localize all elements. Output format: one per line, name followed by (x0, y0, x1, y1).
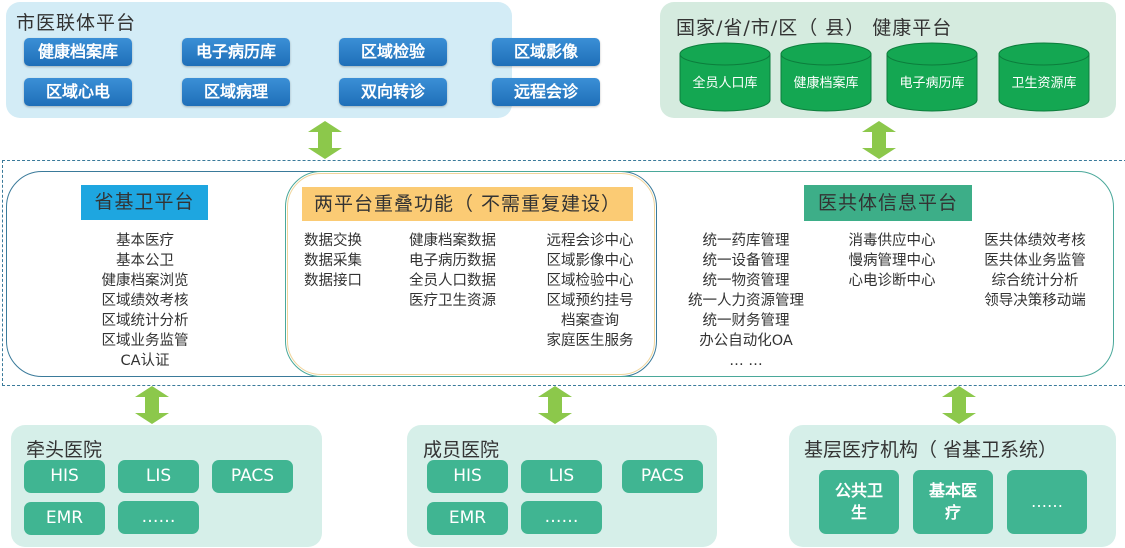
function-item: 家庭医生服务 (546, 333, 634, 349)
database-cylinder-icon (780, 42, 872, 112)
system-lis[interactable]: LIS (118, 460, 199, 493)
system-more[interactable]: …… (521, 501, 602, 534)
function-item: 区域绩效考核 (101, 293, 189, 309)
lead-hospital-title: 牵头医院 (26, 439, 103, 461)
system-lis[interactable]: LIS (521, 460, 602, 493)
function-item: CA认证 (120, 353, 170, 369)
overlap-col-3: 远程会诊中心 区域影像中心 区域检验中心 区域预约挂号 档案查询 家庭医生服务 (535, 231, 645, 351)
database-cylinder-icon (679, 42, 771, 112)
system-pacs[interactable]: PACS (622, 460, 703, 493)
function-item: 数据接口 (304, 273, 362, 289)
database-health-records[interactable]: 健康档案库 (780, 42, 872, 112)
city-btn-regional-lab[interactable]: 区域检验 (339, 38, 447, 66)
city-btn-remote-consult[interactable]: 远程会诊 (492, 78, 600, 106)
function-item: 医疗卫生资源 (409, 293, 496, 309)
primary-care-panel: 基层医疗机构（ 省基卫系统） 公共卫 生 基本医 疗 …… (789, 425, 1116, 547)
database-label: 健康档案库 (793, 76, 859, 91)
function-item: 心电诊断中心 (848, 273, 936, 289)
primary-care-title: 基层医疗机构（ 省基卫系统） (804, 439, 1058, 461)
lead-hospital-panel: 牵头医院 HIS LIS PACS EMR …… (11, 425, 322, 547)
function-item: 区域检验中心 (546, 273, 634, 289)
function-item: 区域影像中心 (546, 253, 634, 269)
system-public-health[interactable]: 公共卫 生 (819, 470, 899, 534)
city-btn-emr[interactable]: 电子病历库 (182, 38, 290, 66)
function-item: 数据交换 (304, 233, 362, 249)
function-item: 基本公卫 (116, 253, 174, 269)
member-hospital-panel: 成员医院 HIS LIS PACS EMR …… (407, 425, 717, 547)
overlap-col-2: 健康档案数据 电子病历数据 全员人口数据 医疗卫生资源 (409, 231, 519, 311)
system-more[interactable]: …… (1007, 470, 1087, 534)
function-item: 统一人力资源管理 (688, 293, 804, 309)
city-btn-regional-ecg[interactable]: 区域心电 (24, 78, 132, 106)
function-item: 区域预约挂号 (546, 293, 634, 309)
medical-community-col-3: 医共体绩效考核 医共体业务监管 综合统计分析 领导决策移动端 (970, 231, 1100, 311)
database-cylinder-icon (886, 42, 978, 112)
city-btn-regional-imaging[interactable]: 区域影像 (492, 38, 600, 66)
function-item: 档案查询 (561, 313, 619, 329)
member-hospital-title: 成员医院 (423, 439, 500, 461)
system-basic-medical[interactable]: 基本医 疗 (913, 470, 993, 534)
system-emr[interactable]: EMR (427, 502, 508, 535)
function-item: 医共体绩效考核 (984, 233, 1086, 249)
overlap-col-1: 数据交换 数据采集 数据接口 (304, 231, 384, 291)
database-health-resources[interactable]: 卫生资源库 (998, 42, 1090, 112)
provincial-platform-header: 省基卫平台 (81, 185, 208, 220)
system-more[interactable]: …… (118, 501, 199, 534)
function-item: 基本医疗 (116, 233, 174, 249)
function-item: 统一药库管理 (702, 233, 790, 249)
national-platform-title: 国家/省/市/区（ 县） 健康平台 (676, 17, 953, 39)
function-item: 统一设备管理 (702, 253, 790, 269)
function-item: 办公自动化OA (699, 333, 793, 349)
function-item: 医共体业务监管 (984, 253, 1086, 269)
city-medical-alliance-panel: 市医联体平台 健康档案库 电子病历库 区域检验 区域影像 区域心电 区域病理 双… (6, 2, 600, 118)
function-item: 远程会诊中心 (546, 233, 634, 249)
system-his[interactable]: HIS (427, 460, 508, 493)
function-item: 数据采集 (304, 253, 362, 269)
function-item: 综合统计分析 (991, 273, 1079, 289)
function-item: 领导决策移动端 (984, 293, 1086, 309)
system-his[interactable]: HIS (24, 460, 105, 493)
function-item: 区域统计分析 (101, 313, 189, 329)
provincial-platform-items: 基本医疗 基本公卫 健康档案浏览 区域绩效考核 区域统计分析 区域业务监管 CA… (85, 231, 205, 371)
database-label: 电子病历库 (899, 76, 965, 91)
database-label: 卫生资源库 (1011, 76, 1077, 91)
city-platform-title: 市医联体平台 (16, 12, 137, 34)
platform-integration-boundary (2, 160, 1125, 386)
overlap-region (287, 173, 655, 375)
function-item: … … (729, 353, 763, 369)
database-label: 全员人口库 (692, 76, 758, 91)
bidirectional-arrow-icon (538, 386, 572, 424)
city-btn-referral[interactable]: 双向转诊 (339, 78, 447, 106)
bidirectional-arrow-icon (942, 386, 976, 424)
function-item: 慢病管理中心 (848, 253, 936, 269)
medical-community-header: 医共体信息平台 (804, 185, 972, 221)
database-emr[interactable]: 电子病历库 (886, 42, 978, 112)
function-item: 统一财务管理 (702, 313, 790, 329)
function-item: 健康档案数据 (409, 233, 496, 249)
function-item: 消毒供应中心 (848, 233, 936, 249)
system-emr[interactable]: EMR (24, 502, 105, 535)
overlap-header: 两平台重叠功能（ 不需重复建设） (302, 187, 633, 221)
bidirectional-arrow-icon (862, 121, 896, 159)
city-btn-regional-pathology[interactable]: 区域病理 (182, 78, 290, 106)
function-item: 电子病历数据 (409, 253, 496, 269)
medical-community-platform-region (285, 171, 1114, 377)
city-btn-health-records[interactable]: 健康档案库 (24, 38, 132, 66)
function-item: 全员人口数据 (409, 273, 496, 289)
function-item: 区域业务监管 (101, 333, 189, 349)
medical-community-col-2: 消毒供应中心 慢病管理中心 心电诊断中心 (836, 231, 948, 291)
national-health-platform-panel: 国家/省/市/区（ 县） 健康平台 全员人口库 健康档案库 电子病历库 卫生资源… (660, 2, 1116, 118)
function-item: 统一物资管理 (702, 273, 790, 289)
system-pacs[interactable]: PACS (212, 460, 293, 493)
database-population[interactable]: 全员人口库 (679, 42, 771, 112)
database-cylinder-icon (998, 42, 1090, 112)
medical-community-col-1: 统一药库管理 统一设备管理 统一物资管理 统一人力资源管理 统一财务管理 办公自… (676, 231, 816, 371)
bidirectional-arrow-icon (135, 386, 169, 424)
function-item: 健康档案浏览 (101, 273, 189, 289)
bidirectional-arrow-icon (308, 121, 342, 159)
